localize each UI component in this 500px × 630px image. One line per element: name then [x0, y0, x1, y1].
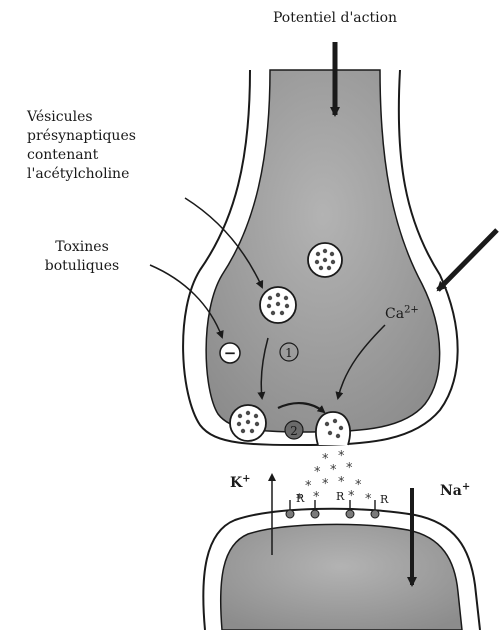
- calcium-charge: 2+: [404, 304, 419, 315]
- vesicle-fusing: [316, 412, 350, 445]
- vesicles-label-line-1: Vésicules: [27, 108, 136, 127]
- svg-text:*: *: [346, 461, 353, 476]
- vesicles-label: Vésicules présynaptiques contenant l'acé…: [27, 108, 136, 184]
- vesicle-docked: [230, 405, 266, 441]
- step-2-label: 2: [290, 424, 298, 438]
- vesicles-label-line-2: présynaptiques: [27, 127, 136, 146]
- svg-text:*: *: [365, 492, 372, 507]
- svg-text:*: *: [348, 489, 355, 504]
- receptor-label-3: R: [380, 493, 389, 506]
- calcium-symbol: Ca: [385, 306, 404, 322]
- svg-text:*: *: [305, 479, 312, 494]
- svg-text:*: *: [330, 463, 337, 478]
- svg-text:*: *: [355, 478, 362, 493]
- toxins-label-line-1: Toxines: [22, 238, 142, 257]
- svg-text:*: *: [314, 465, 321, 480]
- vesicle-top: [308, 243, 342, 277]
- action-potential-label: Potentiel d'action: [250, 9, 420, 28]
- toxins-label-line-2: botuliques: [22, 257, 142, 276]
- vesicle-middle: [260, 287, 296, 323]
- calcium-label: Ca2+: [385, 305, 419, 324]
- receptor-label-1: R: [296, 492, 305, 505]
- potassium-symbol: K: [230, 475, 242, 491]
- calcium-influx-arrow: [438, 230, 497, 290]
- released-acetylcholine: ** *** **** ****: [296, 449, 372, 507]
- receptor-label-2: R: [336, 490, 345, 503]
- svg-text:*: *: [313, 490, 320, 505]
- vesicles-label-line-3: contenant: [27, 146, 136, 165]
- sodium-symbol: Na: [440, 483, 462, 499]
- vesicles-label-line-4: l'acétylcholine: [27, 165, 136, 184]
- inhibition-sign: −: [224, 344, 237, 362]
- svg-text:*: *: [322, 477, 329, 492]
- sodium-label: Na+: [440, 482, 470, 501]
- svg-text:*: *: [338, 449, 345, 464]
- potassium-label: K+: [230, 474, 251, 493]
- postsynaptic-cell: [221, 524, 462, 630]
- step-1-label: 1: [285, 346, 293, 360]
- potassium-charge: +: [242, 473, 250, 484]
- sodium-charge: +: [462, 481, 470, 492]
- toxins-label: Toxines botuliques: [22, 238, 142, 276]
- svg-text:*: *: [338, 475, 345, 490]
- svg-text:*: *: [322, 452, 329, 467]
